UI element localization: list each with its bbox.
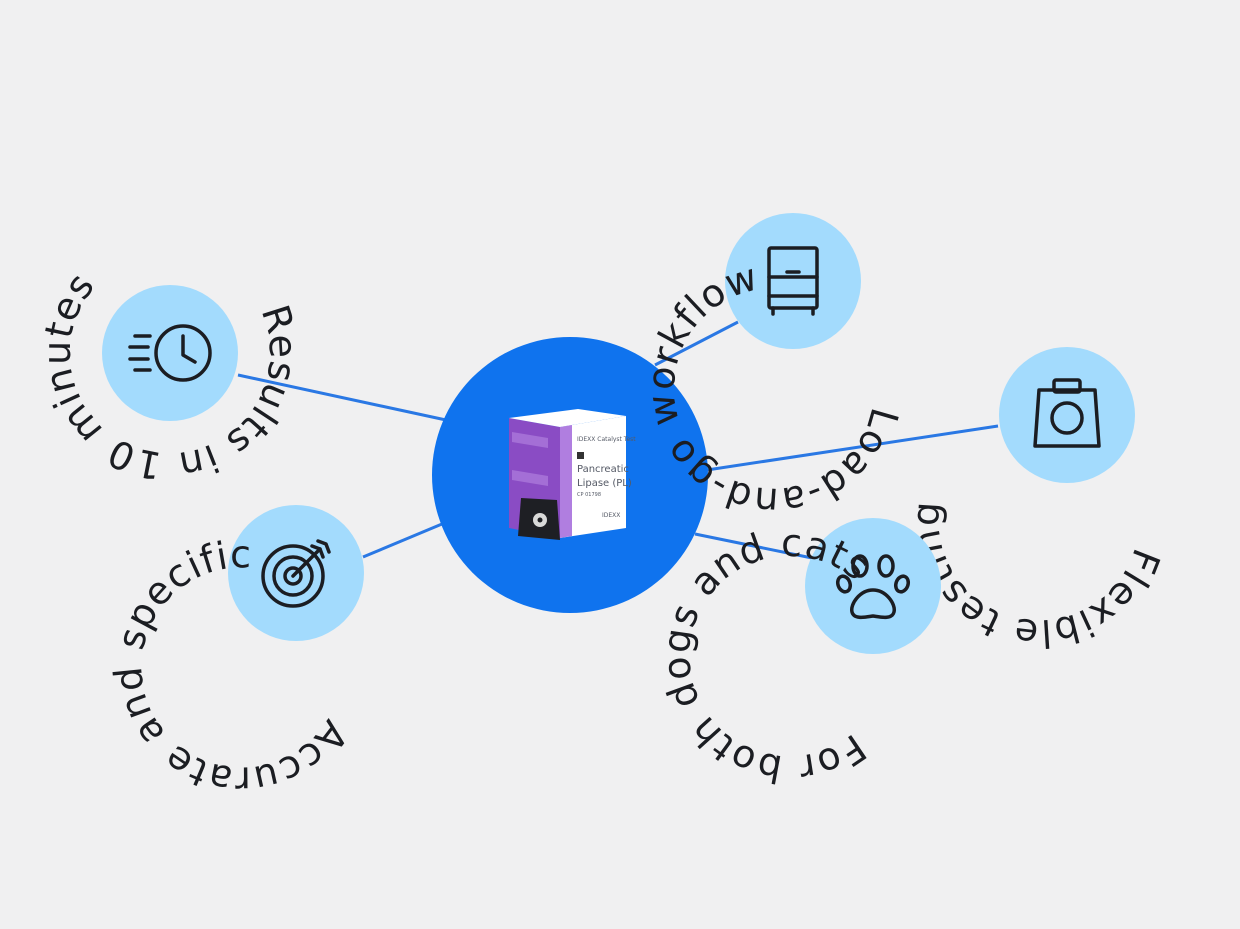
package-name-line2: Lipase (PL) <box>577 478 632 489</box>
feature-accurate-label: Accurate and specific <box>57 494 420 853</box>
package-header: IDEXX Catalyst Test <box>577 436 636 443</box>
analyzer-icon <box>767 246 819 316</box>
connector-species <box>694 532 813 560</box>
hub: IDEXX Catalyst Test Pancreatic Lipase (P… <box>432 337 708 613</box>
feature-load-circle <box>725 213 861 349</box>
connector-results <box>237 373 447 422</box>
test-kit-package-icon: IDEXX Catalyst Test Pancreatic Lipase (P… <box>509 409 636 540</box>
connector-flexible <box>706 424 999 472</box>
feature-flexible-circle <box>999 347 1135 483</box>
feature-results: Results in 10 minutes <box>0 184 350 533</box>
paw-icon <box>835 554 911 620</box>
connectors <box>237 320 999 560</box>
feature-accurate: Accurate and specific <box>57 494 420 853</box>
feature-results-circle <box>102 285 238 421</box>
target-arrow-icon <box>261 539 331 608</box>
feature-species-circle <box>805 518 941 654</box>
connector-accurate <box>362 522 443 559</box>
fast-clock-icon <box>128 324 212 382</box>
package-brand: IDEXX <box>602 512 620 519</box>
package-code: CP 01798 <box>577 492 601 498</box>
connector-load <box>654 320 739 367</box>
test-slide-icon <box>1033 378 1101 448</box>
package-name-line1: Pancreatic <box>577 464 629 475</box>
